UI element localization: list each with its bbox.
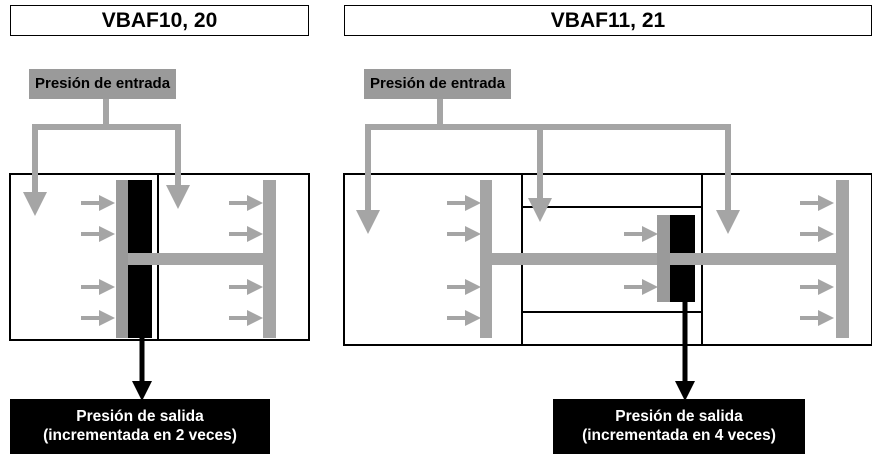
- left-input-pressure-lines: [22, 99, 190, 216]
- left-piston-1-gray: [116, 180, 128, 338]
- left-pressure-arrows: [81, 195, 263, 326]
- right-output-pressure-label: Presión de salida (incrementada en 4 vec…: [553, 399, 805, 454]
- right-output-label-line2: (incrementada en 4 veces): [582, 427, 776, 444]
- left-piston-2: [263, 180, 276, 338]
- right-input-pressure-lines: [356, 99, 740, 234]
- left-output-label-line1: Presión de salida: [76, 408, 204, 425]
- right-piston-1: [480, 180, 492, 338]
- left-output-chamber-top: [128, 180, 152, 253]
- left-diagram: [9, 99, 310, 401]
- right-output-chamber-bottom: [670, 265, 695, 302]
- right-input-pressure-label: Presión de entrada: [364, 69, 512, 99]
- left-output-chamber-bottom: [128, 265, 152, 338]
- left-piston-rod: [118, 253, 276, 265]
- left-input-pressure-label: Presión de entrada: [29, 69, 177, 99]
- right-panel-title: VBAF11, 21: [344, 5, 872, 36]
- right-piston-2-gray: [657, 215, 670, 302]
- right-pressure-arrows: [447, 195, 834, 326]
- left-output-pressure-label: Presión de salida (incrementada en 2 vec…: [10, 399, 270, 454]
- left-panel-title: VBAF10, 20: [10, 5, 309, 36]
- right-output-label-line1: Presión de salida: [615, 408, 743, 425]
- right-output-chamber-top: [670, 215, 695, 253]
- right-piston-3: [836, 180, 849, 338]
- left-output-label-line2: (incrementada en 2 veces): [43, 427, 237, 444]
- right-diagram: [343, 99, 872, 401]
